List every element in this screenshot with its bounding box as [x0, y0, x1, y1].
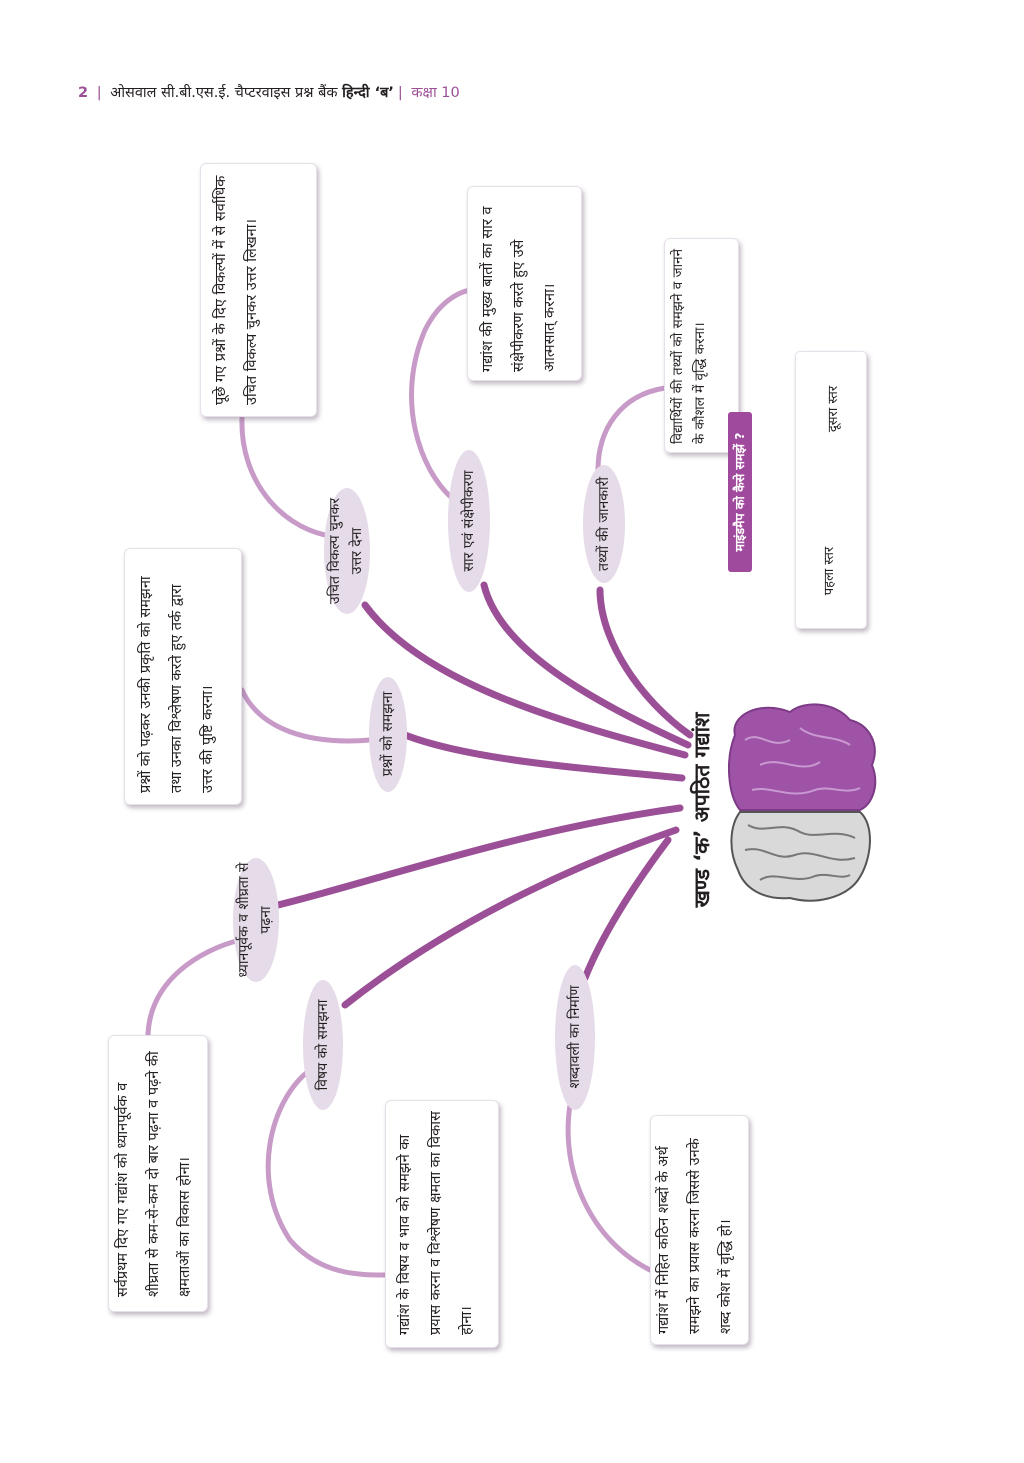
detail-questions-text: प्रश्नों को पढ़कर उनकी प्रकृति को समझना …	[138, 576, 216, 793]
branch-line-topic	[341, 826, 680, 1009]
branch-line-vocab	[581, 836, 672, 982]
bubble-read-label: ध्यानपूर्वक व शीघ्रता से पढ़ना	[236, 862, 274, 978]
branch-line-read	[274, 804, 684, 909]
legend-level-one: पहला स्तर	[822, 546, 837, 596]
sub-line-choose	[239, 415, 328, 538]
bubble-vocab-label: शब्दावली का निर्माण	[567, 985, 583, 1089]
bubble-vocab	[555, 965, 595, 1110]
legend-title: माइंडमैप को कैसे समझें ?	[728, 412, 752, 572]
legend-box	[795, 351, 867, 629]
detail-choose-text: पूछे गए प्रश्नों के दिए विकल्पों में से …	[213, 175, 260, 405]
detail-vocab-text: गद्यांश में निहित कठिन शब्दों के अर्थ सम…	[656, 1138, 734, 1334]
branch-line-questions	[401, 731, 686, 782]
legend-level-two: दूसरा स्तर	[826, 385, 841, 433]
sub-line-facts	[595, 385, 668, 473]
bubble-choose	[324, 488, 370, 614]
header-divider-2: |	[397, 85, 403, 101]
detail-box-choose	[200, 163, 317, 417]
bubble-questions	[369, 677, 407, 792]
branch-line-choose	[361, 601, 689, 759]
page-number: 2	[78, 85, 89, 101]
bubble-summary	[448, 450, 490, 592]
class-label: कक्षा 10	[411, 85, 460, 101]
branch-line-summary	[480, 581, 692, 749]
bubble-summary-label: सार एवं संक्षेपीकरण	[461, 470, 477, 572]
page-header: 2 | ओसवाल सी.बी.एस.ई. चैप्टरवाइस प्रश्न …	[78, 82, 460, 102]
header-divider: |	[96, 85, 102, 101]
sub-line-summary	[409, 287, 473, 501]
bubble-facts-label: तथ्यों की जानकारी	[596, 477, 612, 571]
detail-box-vocab	[650, 1115, 749, 1345]
publisher-text: ओसवाल सी.बी.एस.ई. चैप्टरवाइस प्रश्न बैंक	[110, 85, 338, 101]
detail-facts-text: विद्यार्थियों की तथ्यों को समझने व जानने…	[670, 248, 708, 444]
detail-topic-text: गद्यांश के विषय व भाव को समझने का प्रयास…	[397, 1111, 475, 1335]
bubble-facts	[583, 465, 625, 583]
branch-line-facts	[596, 586, 694, 739]
detail-read-text: सर्वप्रथम दिए गए गद्यांश को ध्यानपूर्वक …	[115, 1051, 193, 1297]
detail-summary-text: गद्यांश की मुख्य बातों का सार व संक्षेपी…	[480, 206, 558, 372]
subject-label: हिन्दी ‘ब’	[342, 85, 394, 101]
detail-box-topic	[385, 1100, 499, 1348]
bubble-topic	[303, 980, 343, 1110]
bubble-topic-label: विषय को समझना	[315, 999, 331, 1091]
bubble-questions-label: प्रश्नों को समझना	[380, 691, 396, 777]
detail-box-read	[108, 1035, 208, 1312]
brain-icon	[727, 703, 877, 902]
sub-line-read	[145, 937, 243, 1038]
detail-box-summary	[467, 186, 582, 381]
bubble-read	[233, 858, 279, 982]
sub-line-vocab	[565, 1102, 653, 1273]
bubble-choose-label: उचित विकल्प चुनकर उत्तर देना	[327, 497, 365, 605]
sub-line-topic	[265, 1067, 388, 1278]
sub-line-questions	[239, 687, 373, 744]
detail-box-questions	[124, 548, 242, 805]
center-title: खण्ड ‘क’ अपठित गद्यांश	[690, 712, 714, 908]
detail-box-facts	[664, 238, 739, 453]
